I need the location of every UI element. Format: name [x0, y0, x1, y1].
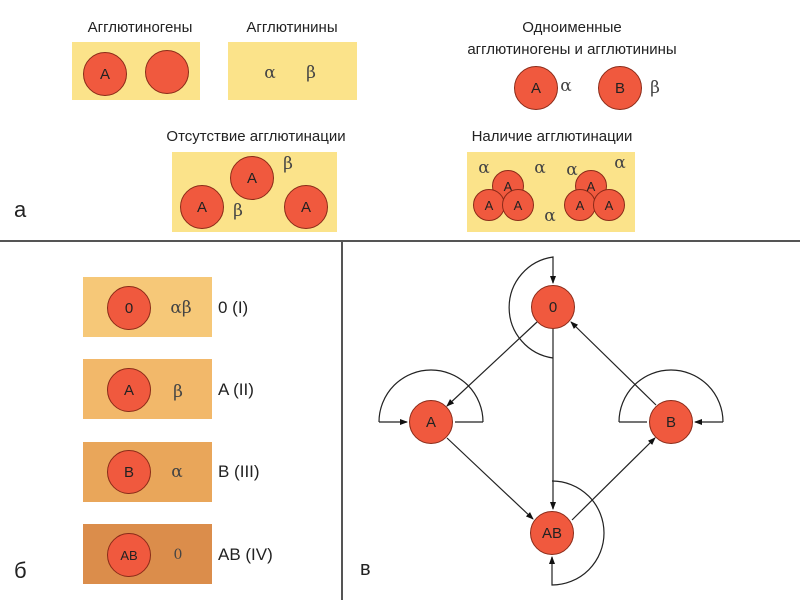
agglutinins-box — [228, 42, 357, 100]
alpha-symbol: α — [478, 158, 490, 178]
node-b: B — [649, 400, 693, 444]
group-name: A (II) — [218, 380, 254, 399]
cell-b: B — [598, 66, 642, 110]
horizontal-divider — [0, 240, 800, 242]
node-ab: AB — [530, 511, 574, 555]
cell-ab: AB — [107, 533, 151, 577]
alpha-symbol: α — [534, 158, 546, 178]
edge-ab-b — [571, 437, 656, 521]
edge-a-ab — [446, 437, 534, 520]
alpha-symbol: α — [544, 206, 556, 226]
alpha-symbol: α — [560, 76, 572, 96]
cell-a: A — [107, 368, 151, 412]
cell-b: B — [107, 450, 151, 494]
agglutinins-symbol: 0 — [173, 547, 183, 563]
same-named-title-2: агглютиногены и агглютинины — [467, 41, 677, 58]
same-named-title-1: Одноименные — [522, 19, 622, 36]
no-agglutination-title: Отсутствие агглютинации — [166, 128, 346, 145]
agglutinins-title: Агглютинины — [246, 19, 338, 36]
node-0: 0 — [531, 285, 575, 329]
group-name: B (III) — [218, 462, 260, 481]
node-a: A — [409, 400, 453, 444]
beta-symbol: β — [306, 63, 316, 83]
alpha-symbol: α — [614, 153, 626, 173]
cell-a: A — [180, 185, 224, 229]
cell-a: A — [230, 156, 274, 200]
alpha-symbol: α — [566, 160, 578, 180]
edge-0-a — [446, 321, 538, 407]
cell-a: A — [502, 189, 534, 221]
agglutinins-symbol: αβ — [170, 298, 192, 318]
agglutination-title: Наличие агглютинации — [471, 128, 633, 145]
alpha-symbol: α — [264, 63, 276, 83]
cell-a: A — [564, 189, 596, 221]
cell-a: A — [593, 189, 625, 221]
group-name: AB (IV) — [218, 545, 273, 564]
cell-a: A — [514, 66, 558, 110]
beta-symbol: β — [233, 201, 243, 221]
cell-a: A — [284, 185, 328, 229]
self-loop-b — [618, 369, 724, 422]
agglutinogens-title: Агглютиногены — [87, 19, 193, 36]
panel-a-label: а — [14, 197, 27, 222]
panel-b-label: б — [14, 558, 27, 583]
cell-a: A — [473, 189, 505, 221]
agglutinins-symbol: α — [171, 462, 183, 482]
cell-0: 0 — [107, 286, 151, 330]
group-name: 0 (I) — [218, 298, 249, 317]
cell-blank — [145, 50, 189, 94]
agglutinins-symbol: β — [173, 382, 183, 402]
panel-c-label: в — [360, 558, 371, 580]
self-loop-a — [378, 369, 484, 422]
vertical-divider — [341, 240, 343, 600]
cell-a: A — [83, 52, 127, 96]
self-loop-ab — [549, 480, 605, 586]
beta-symbol: β — [650, 78, 660, 98]
beta-symbol: β — [283, 154, 293, 174]
edge-b-0 — [570, 321, 657, 406]
self-loop-0 — [508, 256, 556, 359]
